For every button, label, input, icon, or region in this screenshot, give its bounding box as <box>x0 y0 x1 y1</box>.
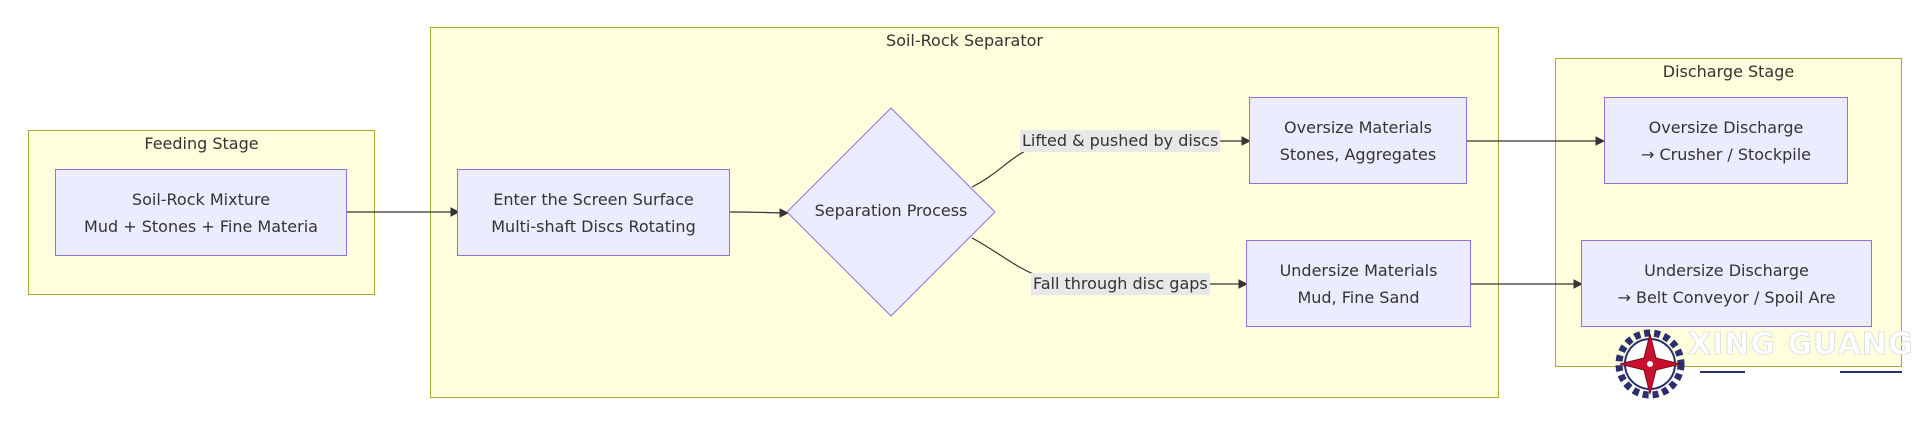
node-detail: Mud + Stones + Fine Materia <box>84 216 318 236</box>
discharge-stage-title: Discharge Stage <box>1662 62 1795 81</box>
node-detail: Multi-shaft Discs Rotating <box>491 216 696 236</box>
node-detail: → Belt Conveyor / Spoil Are <box>1617 287 1836 307</box>
node-detail: Stones, Aggregates <box>1279 144 1437 164</box>
soil-rock-mixture-node: Soil-Rock Mixture Mud + Stones + Fine Ma… <box>55 169 347 256</box>
node-detail: Mud, Fine Sand <box>1297 287 1420 307</box>
separator-title: Soil-Rock Separator <box>886 31 1043 50</box>
separation-process-label: Separation Process <box>814 201 968 220</box>
edge-screen-to-separation <box>729 208 789 218</box>
node-title: Oversize Discharge <box>1648 117 1804 137</box>
oversize-discharge-node: Oversize Discharge → Crusher / Stockpile <box>1604 97 1848 184</box>
undersize-discharge-node: Undersize Discharge → Belt Conveyor / Sp… <box>1581 240 1872 327</box>
node-title: Undersize Discharge <box>1644 260 1809 280</box>
edge-label-fall: Fall through disc gaps <box>1031 273 1210 295</box>
node-title: Enter the Screen Surface <box>493 189 694 209</box>
edge-label-lifted: Lifted & pushed by discs <box>1020 130 1221 152</box>
node-title: Soil-Rock Mixture <box>131 189 271 209</box>
logo-text: XING GUANG <box>1688 327 1914 363</box>
node-title: Undersize Materials <box>1279 260 1438 280</box>
separation-diamond <box>786 107 996 317</box>
feeding-stage-title: Feeding Stage <box>144 134 259 153</box>
node-detail: → Crusher / Stockpile <box>1640 144 1811 164</box>
undersize-materials-node: Undersize Materials Mud, Fine Sand <box>1246 240 1471 327</box>
oversize-materials-node: Oversize Materials Stones, Aggregates <box>1249 97 1467 184</box>
screen-surface-node: Enter the Screen Surface Multi-shaft Dis… <box>457 169 730 256</box>
node-title: Oversize Materials <box>1284 117 1432 137</box>
